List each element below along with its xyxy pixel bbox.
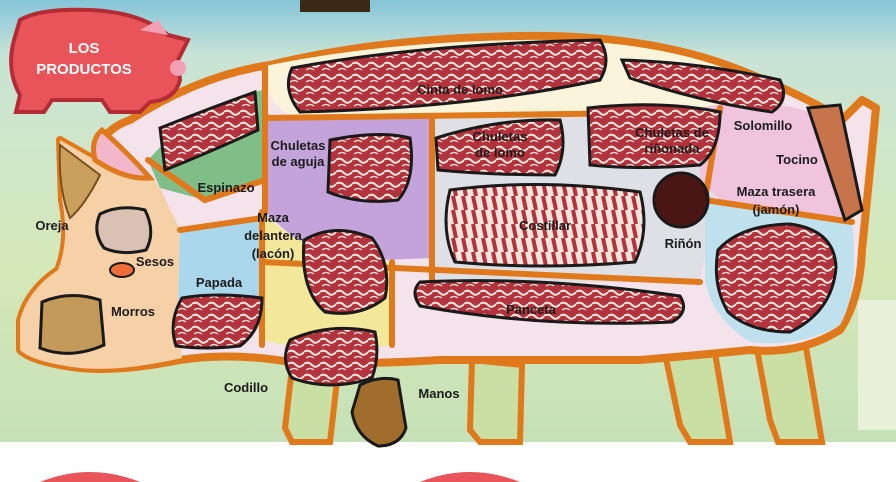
label-panceta: Panceta — [506, 302, 557, 317]
label-tocino: Tocino — [776, 152, 818, 167]
label-cinta-de-lomo: Cinta de lomo — [417, 82, 503, 97]
label-solomillo: Solomillo — [734, 118, 793, 133]
label-chuletas-de-aguja-1: Chuletas — [271, 138, 326, 153]
label-chuletas-de-aguja-2: de aguja — [272, 154, 326, 169]
label-rinon: Riñón — [665, 236, 702, 251]
label-espinazo: Espinazo — [197, 180, 254, 195]
label-chuletas-de-rinonada-2: riñonada — [645, 141, 701, 156]
label-maza-delantera-2: delantera — [244, 228, 303, 243]
label-codillo: Codillo — [224, 380, 268, 395]
label-maza-delantera-3: (lacón) — [252, 246, 295, 261]
label-sesos: Sesos — [136, 254, 174, 269]
badge-line1: LOS — [69, 40, 100, 57]
label-oreja: Oreja — [35, 218, 69, 233]
label-chuletas-de-lomo-2: de lomo — [475, 145, 525, 160]
label-maza-delantera-1: Maza — [257, 210, 290, 225]
label-morros: Morros — [111, 304, 155, 319]
label-papada: Papada — [196, 275, 243, 290]
label-chuletas-de-rinonada-1: Chuletas de — [635, 125, 709, 140]
label-manos: Manos — [418, 386, 459, 401]
label-maza-trasera-1: Maza trasera — [737, 184, 817, 199]
label-costillar: Costillar — [519, 218, 571, 233]
label-maza-trasera-2: (jamón) — [753, 202, 800, 217]
badge-line2: PRODUCTOS — [36, 61, 132, 78]
label-chuletas-de-lomo-1: Chuletas — [473, 129, 528, 144]
